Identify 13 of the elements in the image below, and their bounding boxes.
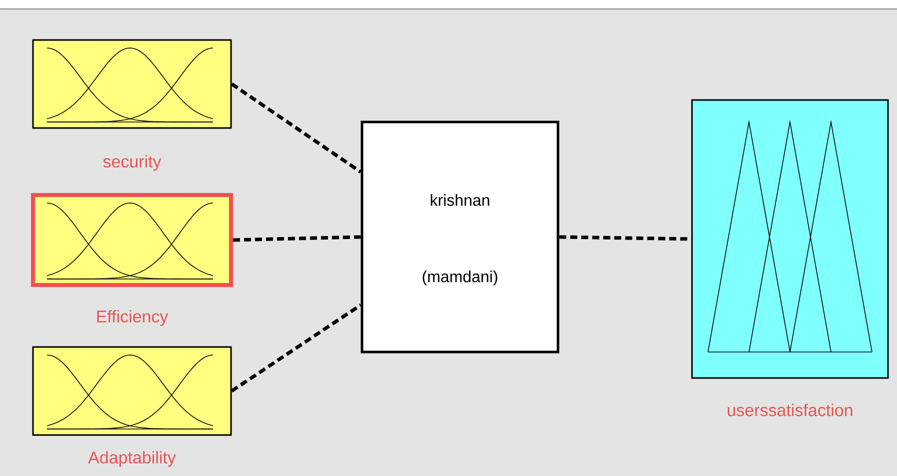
node-label: userssatisfaction bbox=[728, 404, 852, 416]
system-box: krishnan (mamdani) bbox=[360, 120, 560, 354]
input-box: security bbox=[32, 39, 232, 171]
connector-line bbox=[230, 304, 362, 392]
output-box: userssatisfaction bbox=[691, 99, 889, 416]
node-label: security bbox=[103, 155, 162, 171]
node-label: Efficiency bbox=[97, 310, 168, 326]
node-label: Adaptability bbox=[88, 451, 176, 467]
connector-line bbox=[230, 82, 362, 174]
connector-line bbox=[559, 235, 692, 241]
input-box: Efficiency bbox=[31, 193, 233, 326]
input-box: Adaptability bbox=[32, 346, 232, 467]
connector-line bbox=[232, 235, 361, 242]
